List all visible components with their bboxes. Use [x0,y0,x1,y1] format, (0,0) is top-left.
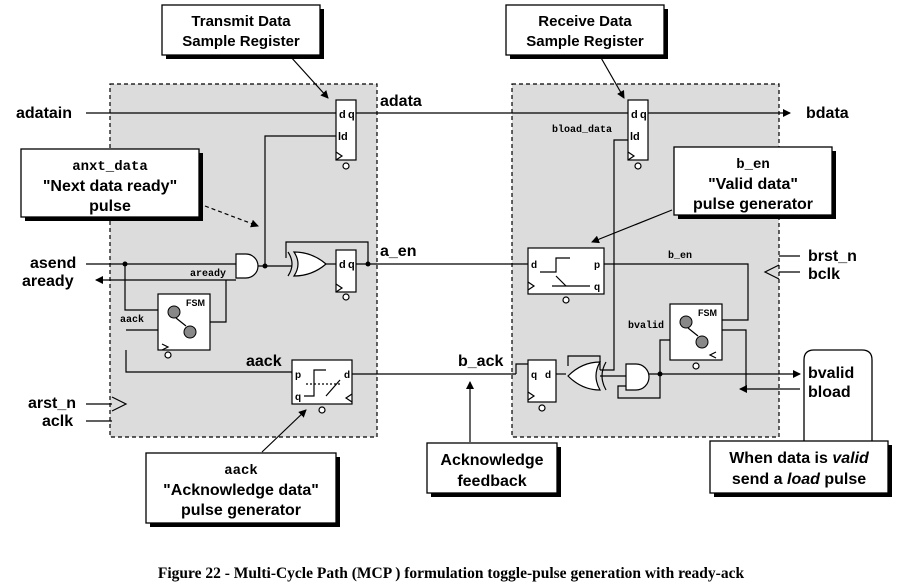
aack-pulse-generator: p d q [291,359,353,414]
signal-brst-n: brst_n [808,248,857,265]
signal-asend: asend [30,255,76,272]
tx-data-register: d q ld [335,99,357,170]
aack-callout: aack "Acknowledge data" pulse generator [145,409,340,527]
ben-callout-line1: "Valid data" [708,176,798,193]
signal-bload: bload [808,384,851,401]
signal-a-en: a_en [380,243,416,260]
b-ack-ff-d-port: d [545,370,551,381]
tx-reg-q-port: q [348,109,355,121]
wires [86,109,801,422]
signal-bvalid: bvalid [808,365,854,382]
ben-pg-q-port: q [594,282,600,293]
b-en-callout: b_en "Valid data" pulse generator [591,146,836,244]
signal-aready-in: aready [190,268,226,280]
signal-aclk: aclk [42,413,73,430]
b-ack-flip-flop: q d [527,359,557,412]
rx-register-callout: Receive Data Sample Register [505,4,668,99]
rx-fsm-label: FSM [698,308,717,318]
tx-reg-d-port: d [339,109,346,121]
signal-adatain: adatain [16,105,72,122]
signal-adata: adata [380,93,422,110]
rx-and-gate [625,363,650,391]
a-en-flip-flop: d q [335,249,357,301]
ben-pg-d-port: d [531,260,537,271]
anxt-data-callout: anxt_data "Next data ready" pulse [20,148,259,228]
valid-callout-line1: When data is valid [729,450,870,467]
signal-b-ack: b_ack [458,353,503,370]
signal-bload-data: bload_data [552,124,612,136]
rx-fsm: FSM [669,303,723,370]
aack-pg-p-port: p [295,370,301,381]
ben-pg-p-port: p [594,260,600,271]
a-en-ff-q-port: q [348,259,355,271]
aack-pg-q-port: q [295,392,301,403]
rx-reg-ld-port: ld [630,131,640,143]
valid-callout-line2: send a load pulse [732,471,866,488]
a-en-ff-d-port: d [339,259,346,271]
signal-aack-small: aack [120,314,144,326]
rx-xor-gate [567,361,607,391]
signal-bclk: bclk [808,266,840,283]
signal-aready-out: aready [22,273,74,290]
signal-b-en: b_en [668,250,692,262]
anxt-callout-mono: anxt_data [72,159,148,175]
tx-reg-ld-port: ld [338,131,348,143]
rx-callout-line2: Sample Register [526,33,644,50]
rx-reg-q-port: q [640,109,647,121]
anxt-callout-line2: pulse [89,198,131,215]
aack-callout-line2: pulse generator [181,502,301,519]
tx-xor-gate [287,251,327,277]
tx-fsm-label: FSM [186,298,205,308]
aclk-edge-marker [111,396,128,412]
bclk-edge-marker [763,264,780,280]
rx-callout-line1: Receive Data [538,13,632,30]
ack-feedback-callout: Acknowledge feedback [426,381,561,497]
tx-fsm: FSM [157,293,211,359]
aack-pg-d-port: d [344,370,350,381]
aack-callout-line1: "Acknowledge data" [163,482,319,499]
tx-callout-line1: Transmit Data [191,13,291,30]
signal-aack: aack [246,353,282,370]
rx-reg-d-port: d [631,109,638,121]
ben-callout-line2: pulse generator [693,196,813,213]
figure-caption: Figure 22 - Multi-Cycle Path (MCP ) form… [158,565,745,582]
aack-callout-mono: aack [224,463,258,479]
signal-arst-n: arst_n [28,395,76,412]
signal-bdata: bdata [806,105,849,122]
b-ack-ff-q-port: q [531,370,537,381]
anxt-callout-line1: "Next data ready" [43,178,177,195]
ben-callout-mono: b_en [736,157,770,173]
rx-data-register: d q ld [627,99,649,170]
tx-callout-line2: Sample Register [182,33,300,50]
b-en-pulse-generator: d p q [527,247,605,304]
tx-and-gate [235,253,259,279]
valid-load-callout: When data is valid send a load pulse [709,349,892,497]
ackfb-callout-line2: feedback [457,473,526,490]
ackfb-callout-line1: Acknowledge [440,452,543,469]
tx-register-callout: Transmit Data Sample Register [161,4,329,99]
signal-bvalid-small: bvalid [628,320,664,332]
